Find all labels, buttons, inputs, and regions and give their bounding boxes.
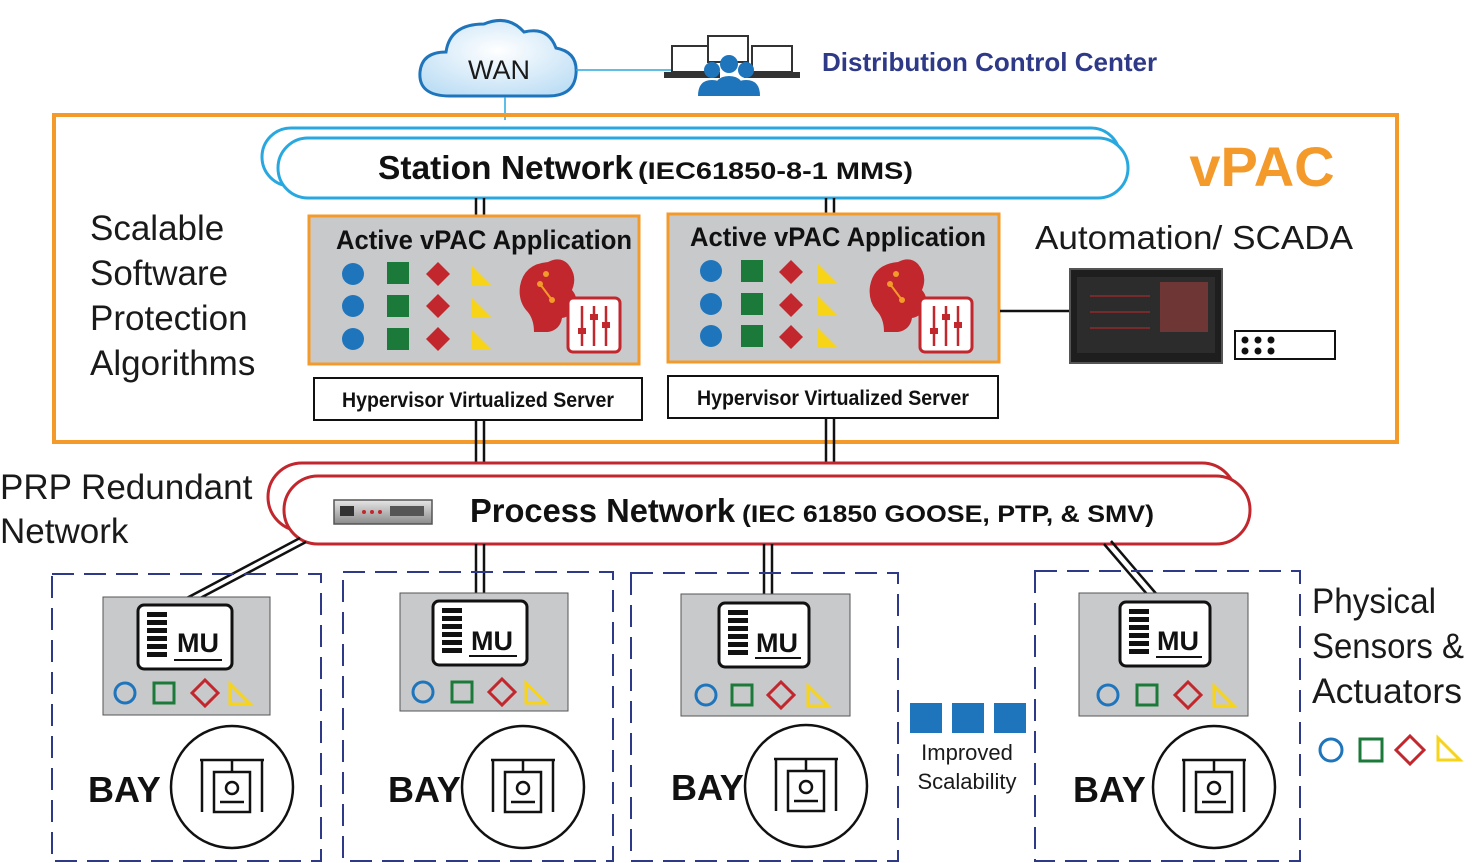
bay-3-boundary	[630, 572, 899, 862]
scada-label: Automation/ SCADA	[1035, 219, 1353, 256]
merging-unit-icon	[431, 599, 529, 667]
process-network-title: Process Network	[470, 492, 736, 529]
vpac-label: vPAC	[1189, 135, 1334, 198]
physical-function-legend	[1318, 733, 1464, 767]
substation-icon	[743, 723, 869, 849]
substation-icon	[169, 724, 295, 850]
prp-label-line-2: Network	[0, 512, 129, 551]
operators-icon	[664, 35, 800, 96]
scalability-line-2: Scalability	[917, 769, 1016, 794]
station-links	[474, 198, 836, 216]
control-center-label: Distribution Control Center	[822, 47, 1157, 77]
app-2-title: Active vPAC Application	[690, 222, 986, 252]
prp-label-line-1: PRP Redundant	[0, 468, 253, 507]
bay-1-label: BAY	[88, 769, 161, 810]
app-1-title: Active vPAC Application	[336, 225, 632, 255]
scalable-software-label: Scalable Software Protection Algorithms	[90, 209, 255, 383]
merging-unit-icon	[1118, 600, 1212, 668]
left-label-line-2: Software	[90, 254, 228, 293]
vpac-application-1: Active vPAC Application	[307, 214, 641, 366]
bay-4-functions	[1096, 679, 1238, 711]
bay-1-boundary	[51, 573, 322, 862]
bay-links	[182, 536, 1160, 606]
server-2-label: Hypervisor Virtualized Server	[697, 387, 969, 410]
prp-label: PRP Redundant Network	[0, 468, 253, 551]
merging-unit-icon	[136, 603, 234, 671]
cloud-icon	[418, 18, 578, 98]
app-1-function-grid	[342, 262, 492, 351]
bay-4-mu-label: MU	[1157, 626, 1199, 656]
app-2-function-grid	[700, 260, 838, 349]
hypervisor-server-2: Hypervisor Virtualized Server	[667, 375, 999, 419]
bay-3-mu-label: MU	[756, 628, 798, 658]
equalizer-icon	[918, 296, 974, 354]
scalability-block-1	[910, 703, 942, 733]
station-network-protocol: (IEC61850-8-1 MMS)	[638, 158, 913, 185]
substation-icon	[1151, 724, 1277, 850]
merging-unit-icon	[717, 601, 811, 669]
station-network: Station Network (IEC61850-8-1 MMS)	[260, 126, 1130, 200]
physical-sensors-label: Physical Sensors & Actuators	[1312, 582, 1464, 711]
left-label-line-4: Algorithms	[90, 344, 255, 383]
bay-2: MU BAY	[342, 571, 614, 862]
physical-line-3: Actuators	[1312, 672, 1462, 711]
wan-cloud: WAN	[418, 18, 578, 98]
scalability-block-3	[994, 703, 1026, 733]
vpac-application-2: Active vPAC Application	[666, 212, 1001, 364]
bay-2-label: BAY	[388, 769, 461, 810]
bay-2-functions	[411, 676, 550, 708]
wan-label: WAN	[468, 55, 530, 85]
substation-icon	[460, 724, 586, 850]
process-network: Process Network (IEC 61850 GOOSE, PTP, &…	[266, 461, 1252, 546]
bay-3-label: BAY	[671, 767, 744, 808]
bay-1-mu-label: MU	[177, 628, 219, 658]
left-label-line-3: Protection	[90, 299, 248, 338]
bay-3: MU BAY	[630, 572, 899, 862]
physical-line-2: Sensors &	[1312, 627, 1464, 666]
hypervisor-server-1: Hypervisor Virtualized Server	[313, 377, 643, 421]
network-switch-icon	[333, 499, 433, 525]
bay-1-functions	[113, 677, 254, 709]
improved-scalability: Improved Scalability	[910, 703, 1026, 794]
left-label-line-1: Scalable	[90, 209, 224, 248]
bay-4-boundary	[1034, 570, 1301, 862]
bay-4: MU BAY	[1034, 570, 1301, 862]
server-1-label: Hypervisor Virtualized Server	[342, 389, 614, 412]
bay-2-mu-label: MU	[471, 626, 513, 656]
rtu-device-icon	[1234, 330, 1336, 360]
scada-monitor-icon	[1069, 268, 1223, 364]
scalability-block-2	[952, 703, 984, 733]
bay-3-functions	[694, 679, 832, 711]
station-network-title: Station Network	[378, 149, 634, 186]
equalizer-icon	[566, 296, 622, 354]
bay-4-label: BAY	[1073, 769, 1146, 810]
physical-line-1: Physical	[1312, 582, 1436, 621]
vpac-boundary	[52, 113, 1399, 444]
ai-head-icon	[519, 259, 576, 332]
bay-1: MU BAY	[51, 573, 322, 862]
scalability-line-1: Improved	[921, 740, 1013, 765]
bay-2-boundary	[342, 571, 614, 862]
process-network-protocol: (IEC 61850 GOOSE, PTP, & SMV)	[742, 501, 1154, 528]
ai-head-icon	[869, 259, 926, 332]
